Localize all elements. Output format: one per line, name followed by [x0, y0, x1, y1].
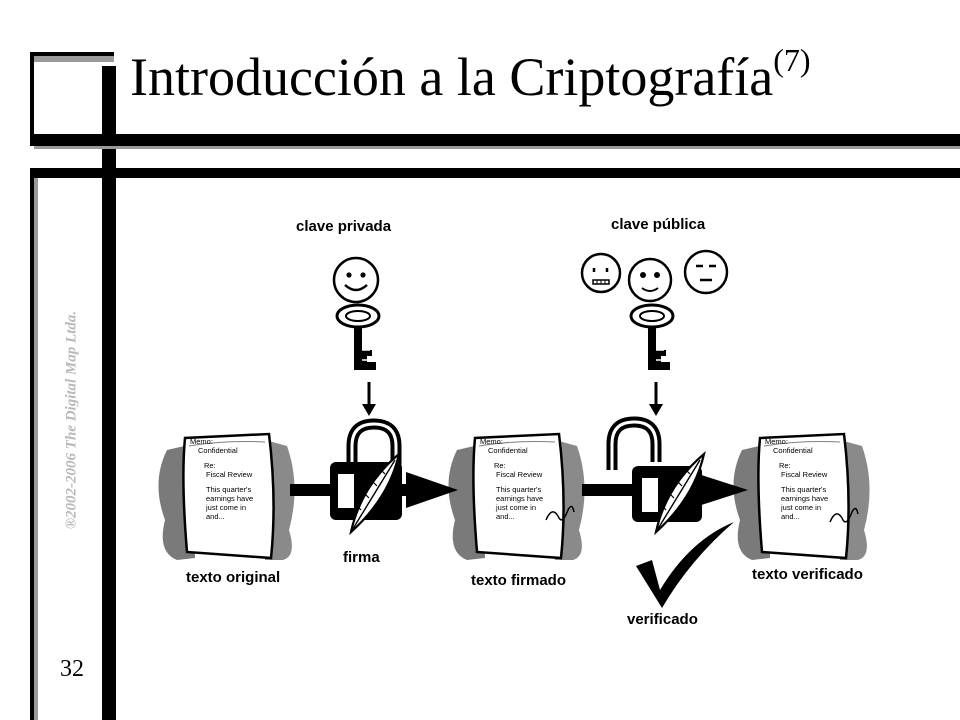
- private-key-icon: [335, 303, 381, 372]
- arrow-private-key-down: [360, 380, 378, 418]
- memo-line-7: just come in: [780, 503, 821, 512]
- public-key-icon: [629, 303, 675, 372]
- sign-label: firma: [343, 549, 380, 566]
- memo-line-2: Confidential: [488, 446, 528, 455]
- memo-line-4: Fiscal Review: [781, 470, 828, 479]
- memo-line-3: Re:: [494, 461, 506, 470]
- memo-line-5: This quarter's: [781, 485, 826, 494]
- memo-line-1: Memo:: [190, 437, 213, 446]
- frame-top-bar: [30, 52, 114, 56]
- private-key-label: clave privada: [296, 218, 392, 235]
- signature-scribble-signed: [545, 505, 575, 521]
- memo-line-6: earnings have: [496, 494, 543, 503]
- private-key-owner-face-icon: [332, 256, 380, 304]
- memo-line-1: Memo:: [480, 437, 503, 446]
- verified-document-text: Memo: Confidential Re: Fiscal Review Thi…: [765, 437, 828, 521]
- memo-line-7: just come in: [495, 503, 536, 512]
- slide-title-text: Introducción a la Criptografía: [130, 47, 774, 107]
- signature-scribble-verified: [829, 507, 859, 523]
- frame-body-rule: [30, 168, 960, 178]
- memo-line-8: and...: [781, 512, 800, 521]
- frame-left-bar-shadow: [34, 178, 38, 720]
- arrow-public-key-down: [647, 380, 665, 418]
- memo-line-4: Fiscal Review: [206, 470, 253, 479]
- verified-text-label: texto verificado: [752, 566, 863, 583]
- frame-top-left-shadow: [34, 56, 114, 62]
- slide-title: Introducción a la Criptografía(7): [130, 44, 811, 107]
- memo-line-6: earnings have: [206, 494, 253, 503]
- page-number: 32: [60, 656, 84, 682]
- frame-left-bar-body: [30, 168, 34, 720]
- checkmark-icon: [636, 522, 734, 608]
- frame-left-bar-top: [30, 52, 34, 144]
- public-key-user-face-icon-3: [683, 249, 729, 295]
- slide-title-superscript: (7): [773, 42, 811, 78]
- original-document-text: Memo: Confidential Re: Fiscal Review Thi…: [190, 437, 253, 521]
- signed-document-text: Memo: Confidential Re: Fiscal Review Thi…: [480, 437, 543, 521]
- memo-line-5: This quarter's: [496, 485, 541, 494]
- memo-line-6: earnings have: [781, 494, 828, 503]
- original-text-label: texto original: [186, 569, 281, 586]
- public-key-user-face-icon-1: [580, 252, 622, 294]
- signed-text-label: texto firmado: [471, 572, 567, 589]
- memo-line-3: Re:: [779, 461, 791, 470]
- memo-line-5: This quarter's: [206, 485, 251, 494]
- memo-line-2: Confidential: [198, 446, 238, 455]
- frame-title-rule: [30, 134, 960, 146]
- memo-line-4: Fiscal Review: [496, 470, 543, 479]
- public-key-label: clave pública: [611, 216, 706, 233]
- memo-line-8: and...: [496, 512, 515, 521]
- memo-line-1: Memo:: [765, 437, 788, 446]
- public-key-user-face-icon-2: [627, 257, 673, 303]
- memo-line-2: Confidential: [773, 446, 813, 455]
- frame-vertical-bar: [102, 66, 116, 720]
- memo-line-7: just come in: [205, 503, 246, 512]
- memo-line-3: Re:: [204, 461, 216, 470]
- frame-title-rule-shadow: [34, 146, 960, 149]
- verified-label: verificado: [627, 611, 698, 628]
- memo-line-8: and...: [206, 512, 225, 521]
